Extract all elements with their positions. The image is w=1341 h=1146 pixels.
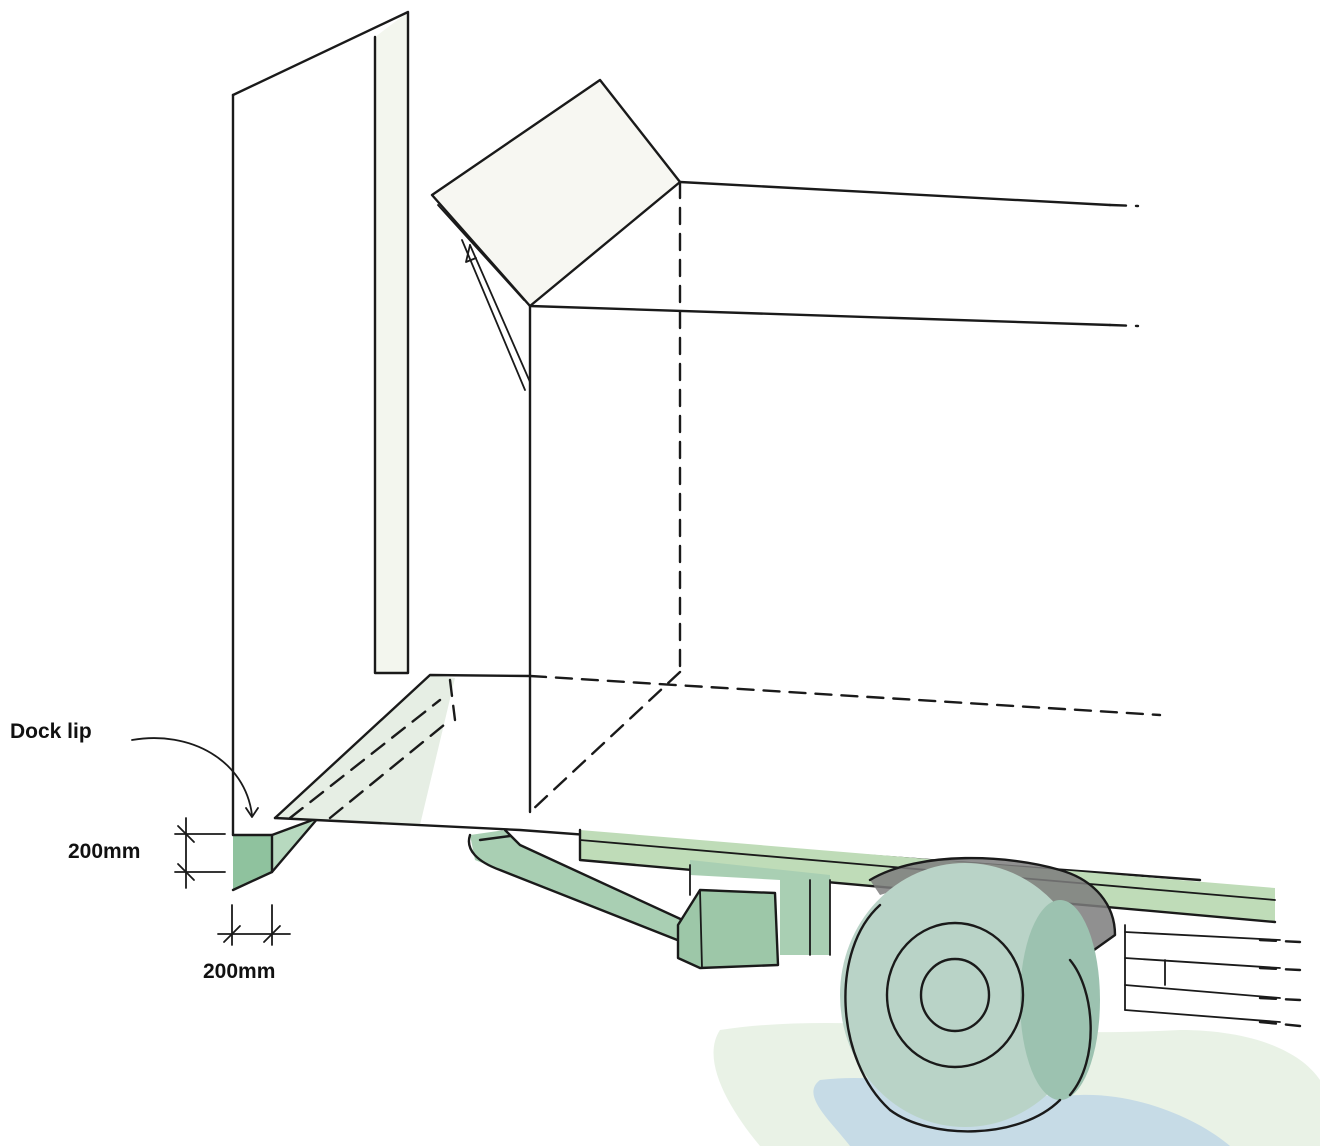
height-dimension-marks xyxy=(174,817,226,889)
dock-lip-label: Dock lip xyxy=(10,720,92,743)
width-dimension-marks xyxy=(217,904,291,946)
width-dimension-label: 200mm xyxy=(203,960,276,983)
dock-lip-arrowhead xyxy=(245,807,259,818)
dock-leveller xyxy=(273,673,532,825)
wheel xyxy=(840,856,1117,1133)
dock-wall xyxy=(231,10,410,837)
dock-lip-leader xyxy=(131,737,253,816)
dock-lip-block xyxy=(231,816,320,892)
height-dimension-label: 200mm xyxy=(68,840,141,863)
truck-body xyxy=(273,78,1202,882)
